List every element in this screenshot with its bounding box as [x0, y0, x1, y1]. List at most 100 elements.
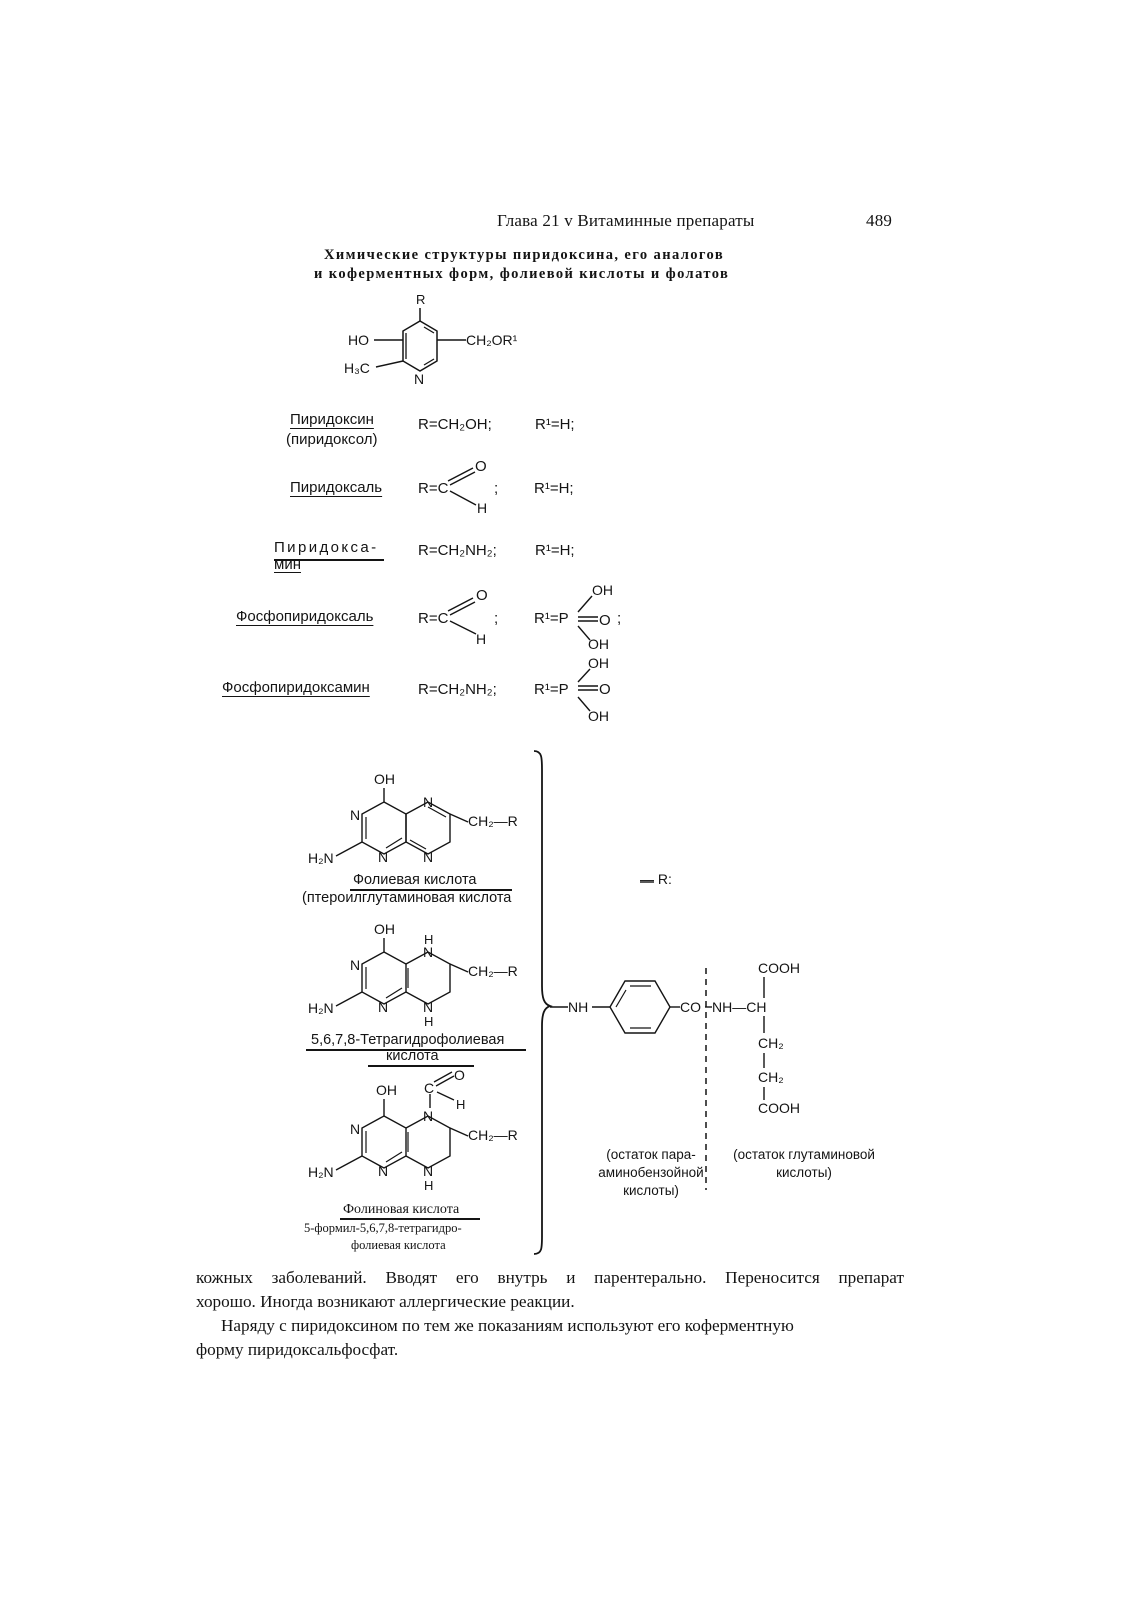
derivative-name-pyridoxal: Пиридоксаль — [290, 479, 383, 496]
paba-residue-label-1: (остаток пара- — [606, 1147, 696, 1162]
body-line-2: хорошо. Иногда возникают аллергические р… — [196, 1292, 575, 1311]
body-line-1: кожных заболеваний. Вводят его внутрь и … — [196, 1268, 904, 1287]
glu-residue-label-2: кислоты) — [776, 1165, 832, 1180]
n-label: N — [378, 1163, 388, 1179]
phosphate-r1-value: R¹=P — [534, 681, 569, 698]
derivative-name-pyridoxamine: Пиридокса- — [274, 539, 379, 556]
derivative-name-pyridoxine: Пиридоксин — [290, 411, 374, 428]
methyl-label: H₃C — [344, 360, 370, 376]
amino-label: H₂N — [308, 1164, 334, 1180]
formyl-hydrogen-label: H — [456, 1097, 465, 1112]
phosphopyridoxal-groups: R=C O H ; R¹=P OH O ; OH — [418, 582, 621, 652]
paba-residue-label-3: кислоты) — [623, 1183, 679, 1198]
aldehyde-oxygen: O — [475, 458, 487, 475]
derivative-alias-pyridoxol: (пиридоксол) — [286, 431, 378, 448]
pyridoxal-r-value: R=C — [418, 480, 449, 497]
curly-brace — [533, 750, 553, 1255]
aldehyde-hydrogen: H — [477, 500, 487, 516]
n-label: N — [423, 1108, 433, 1124]
carbonyl-label: CO — [680, 999, 701, 1015]
amino-label: H₂N — [308, 850, 334, 866]
folinic-acid-desc-line-1: 5-формил-5,6,7,8-тетрагидро- — [304, 1221, 462, 1235]
phosphopyridoxal-r-value: R=C — [418, 610, 449, 627]
ch2-1-label: CH₂ — [758, 1035, 784, 1051]
running-title: Глава 21 v Витаминные препараты — [497, 211, 755, 230]
pyridoxine-core-structure: R N HO H₃C CH₂OR¹ — [344, 292, 518, 387]
paba-residue-label-2: аминобензойной — [598, 1165, 703, 1180]
n-label: N — [350, 807, 360, 823]
phosphate-r1-value: R¹=P — [534, 610, 569, 627]
phosphate-oh-top: OH — [588, 655, 609, 671]
semicolon: ; — [617, 610, 621, 627]
phosphate-oh-bottom: OH — [588, 636, 609, 652]
derivative-name-phosphopyridoxal: Фосфопиридоксаль — [236, 608, 374, 625]
phosphopyridoxamine-groups: R=CH₂NH₂; R¹=P OH O OH — [418, 655, 611, 724]
derivative-name-phosphopyridoxamine: Фосфопиридоксамин — [222, 679, 370, 696]
cooh-bottom-label: COOH — [758, 1100, 800, 1116]
pyridoxal-aldehyde-group: R=C O H ; R¹=H; — [418, 458, 574, 516]
h-label: H — [424, 1178, 433, 1193]
ch2r-label: CH₂—R — [468, 963, 518, 979]
aldehyde-hydrogen: H — [476, 631, 486, 647]
glu-residue-label-1: (остаток глутаминовой — [733, 1147, 875, 1162]
ch2-2-label: CH₂ — [758, 1069, 784, 1085]
nh-label: NH — [568, 999, 588, 1015]
phosphopyridoxamine-r-value: R=CH₂NH₂; — [418, 681, 497, 698]
ring-nitrogen-label: N — [414, 371, 424, 387]
folic-acid-structure: OH N N N N H₂N CH₂—R — [308, 771, 518, 866]
phosphate-oxygen: O — [599, 681, 611, 698]
page-number: 489 — [866, 211, 893, 230]
figure-caption-line-1: Химические структуры пиридоксина, его ан… — [324, 247, 725, 263]
pyridoxine-r-value: R=CH₂OH; — [418, 416, 492, 433]
n-label: N — [423, 999, 433, 1015]
aldehyde-oxygen: O — [476, 587, 488, 604]
n-label: N — [423, 944, 433, 960]
n-label: N — [350, 1121, 360, 1137]
phosphate-oxygen: O — [599, 612, 611, 629]
folinic-acid-structure: OH N N N N H C O H H₂N CH₂—R — [308, 1067, 518, 1193]
body-line-3: Наряду с пиридоксином по тем же показани… — [221, 1316, 794, 1335]
amino-label: H₂N — [308, 1000, 334, 1016]
hydroxy-label: HO — [348, 332, 369, 348]
folinic-acid-name: Фолиновая кислота — [343, 1202, 460, 1217]
hydroxy-label: OH — [374, 921, 395, 937]
phosphate-oh-top: OH — [592, 582, 613, 598]
hydroxymethyl-label: CH₂OR¹ — [466, 332, 518, 348]
n-label: N — [350, 957, 360, 973]
r-substituent-label: R — [416, 292, 425, 307]
phosphate-oh-bottom: OH — [588, 708, 609, 724]
thf-name-line-2: кислота — [386, 1048, 439, 1064]
semicolon: ; — [494, 480, 498, 497]
folate-side-chain: — R: NH CO NH—CH COOH CH₂ CH₂ COOH (оста… — [550, 871, 875, 1198]
h-label: H — [424, 932, 433, 947]
pyridoxamine-r1-value: R¹=H; — [535, 542, 575, 559]
n-label: N — [423, 849, 433, 865]
h-label: H — [424, 1014, 433, 1029]
n-label: N — [423, 794, 433, 810]
derivative-name-pyridoxamine-cont: мин — [274, 556, 301, 573]
ch2r-label: CH₂—R — [468, 1127, 518, 1143]
folate-structures: OH N N N N H₂N CH₂—R OH N N H N N H H₂N … — [308, 771, 518, 1193]
ch2r-label: CH₂—R — [468, 813, 518, 829]
thf-name-line-1: 5,6,7,8-Тетрагидрофолиевая — [311, 1032, 505, 1048]
tetrahydrofolic-acid-structure: OH N N H N N H H₂N CH₂—R — [308, 921, 518, 1029]
body-line-4: форму пиридоксальфосфат. — [196, 1340, 399, 1359]
pyridoxamine-r-value: R=CH₂NH₂; — [418, 542, 497, 559]
pyridoxine-r1-value: R¹=H; — [535, 416, 575, 433]
formyl-oxygen-label: O — [454, 1067, 465, 1083]
r-definition-label: — R: — [640, 871, 672, 887]
formyl-carbon-label: C — [424, 1080, 434, 1096]
pyridoxal-r1-value: R¹=H; — [534, 480, 574, 497]
nh-ch-label: NH—CH — [712, 999, 766, 1015]
folic-acid-name: Фолиевая кислота — [353, 872, 477, 888]
folinic-acid-desc-line-2: фолиевая кислота — [351, 1238, 446, 1252]
semicolon: ; — [494, 610, 498, 627]
hydroxy-label: OH — [376, 1082, 397, 1098]
cooh-top-label: COOH — [758, 960, 800, 976]
n-label: N — [423, 1163, 433, 1179]
hydroxy-label: OH — [374, 771, 395, 787]
n-label: N — [378, 849, 388, 865]
figure-caption-line-2: и коферментных форм, фолиевой кислоты и … — [314, 266, 730, 282]
folic-acid-alias: (птероилглутаминовая кислота — [302, 890, 512, 906]
n-label: N — [378, 999, 388, 1015]
